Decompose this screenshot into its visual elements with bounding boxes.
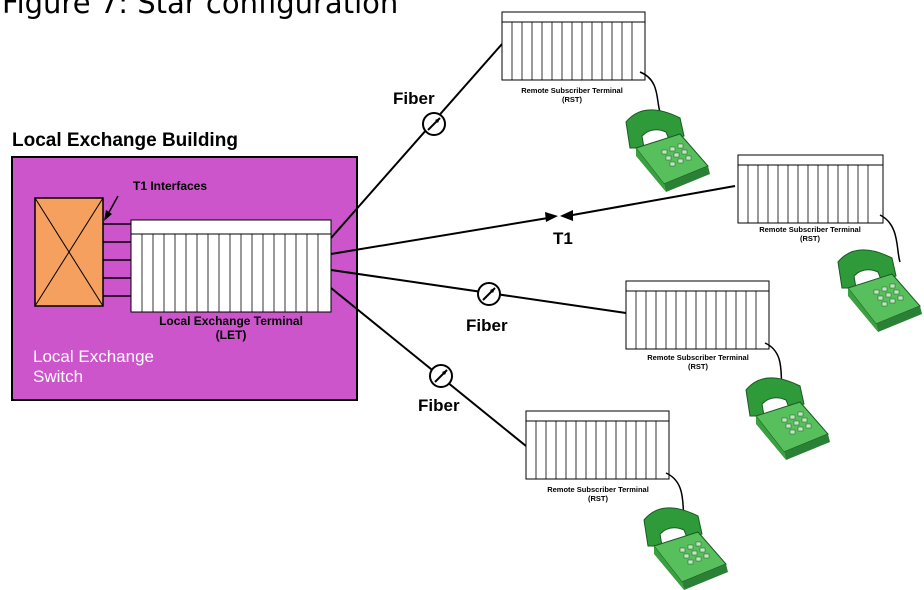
switch-label-line2: Switch xyxy=(33,367,83,386)
telephone-icon xyxy=(625,109,711,193)
fiber-label-3: Fiber xyxy=(418,396,460,415)
t1-arrow-icon xyxy=(560,210,573,221)
rst-name-2: Remote Subscriber Terminal xyxy=(759,225,861,234)
t1-interface-lines xyxy=(103,223,131,297)
t1-interfaces-pointer xyxy=(107,195,119,215)
telephone-icon xyxy=(643,507,729,590)
t1-link-label: T1 xyxy=(553,229,573,248)
telephone-icon xyxy=(837,249,923,333)
local-exchange-terminal xyxy=(130,219,332,313)
remote-subscriber-terminal xyxy=(737,154,884,224)
remote-subscriber-terminal xyxy=(501,11,646,81)
building-label: Local Exchange Building xyxy=(12,130,238,151)
links xyxy=(330,43,736,447)
fiber-label-2: Fiber xyxy=(466,316,508,335)
fiber-label-1: Fiber xyxy=(393,89,435,108)
rst-abbr-4: (RST) xyxy=(588,494,608,503)
fiber-link-icon xyxy=(429,364,453,388)
rst-abbr-1: (RST) xyxy=(562,95,582,104)
t1-interfaces-arrowhead xyxy=(104,210,112,221)
phone-cord xyxy=(879,214,901,263)
remote-subscriber-terminal xyxy=(625,280,770,350)
local-exchange-switch xyxy=(34,197,104,307)
fiber-link-icon xyxy=(422,112,446,136)
fiber-link-icon xyxy=(477,282,501,306)
rst-name-3: Remote Subscriber Terminal xyxy=(647,353,749,362)
phone-cord xyxy=(639,71,661,113)
figure-title: Figure 7: Star configuration xyxy=(2,0,399,20)
remote-subscriber-terminal xyxy=(525,410,670,480)
let-abbr: (LET) xyxy=(216,328,247,342)
let-name: Local Exchange Terminal xyxy=(159,314,303,328)
rst-abbr-2: (RST) xyxy=(800,234,820,243)
t1-interfaces-label: T1 Interfaces xyxy=(133,179,207,193)
rst-abbr-3: (RST) xyxy=(688,362,708,371)
t1-arrow-icon xyxy=(545,212,558,222)
rst-name-4: Remote Subscriber Terminal xyxy=(547,485,649,494)
rst-name-1: Remote Subscriber Terminal xyxy=(521,86,623,95)
telephone-icon xyxy=(745,377,831,461)
switch-label-line1: Local Exchange xyxy=(33,347,154,366)
